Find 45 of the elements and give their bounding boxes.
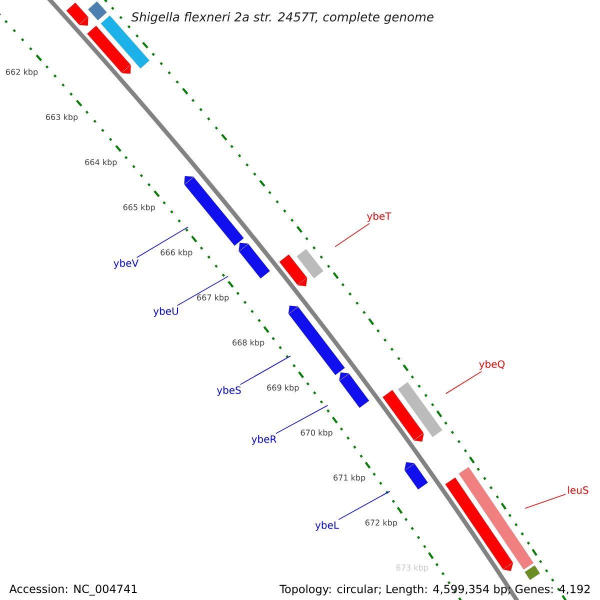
gene-feature [184,176,244,246]
leader-line [445,371,482,394]
gene-feature [296,249,324,278]
footer-text: Topology: circular; Length: 4,599,354 bp; Genes: 4,192 [280,584,590,596]
leader-line [338,490,390,520]
gene-feature [87,26,131,74]
gene-feature [88,1,107,20]
gene-feature [445,477,514,571]
gene-feature [238,242,270,278]
leader-line [275,404,328,434]
gene-label: ybeT [367,212,392,222]
gene-label: ybeR [252,435,276,445]
leader-line [240,356,291,385]
leader-line [524,494,566,509]
footer-text: Accession: NC_004741 [9,584,137,596]
gene-feature [458,466,534,570]
gene-label: ybeQ [479,360,505,370]
tick-label: 663 kbp [46,114,78,122]
tick-label: 667 kbp [197,294,229,302]
tick-label: 670 kbp [300,429,332,438]
gene-label: ybeU [153,307,178,317]
tick-label: 671 kbp [334,474,366,482]
tick-label: 666 kbp [160,249,192,257]
gene-label: ybeS [216,386,241,396]
leader-line [136,226,188,258]
tick-label: 664 kbp [85,158,117,167]
leader-line [334,223,370,248]
tick-label: 662 kbp [6,68,38,76]
gene-label: ybeV [114,259,139,269]
title: Shigella flexneri 2a str. 2457T, complete genome [131,12,434,24]
gene-feature [404,462,428,490]
gene-feature [382,390,424,442]
gene-feature [339,372,370,408]
leader-line [176,276,229,306]
gene-feature [524,565,540,580]
gene-label: ybeL [315,521,339,531]
gene-feature [66,2,88,26]
tick-label: 668 kbp [232,339,264,348]
tick-label: 665 kbp [123,204,155,212]
gene-feature [398,382,442,438]
gene-feature [288,306,345,376]
gene-label: leuS [568,486,588,494]
tick-label: 669 kbp [267,384,299,392]
gene-feature [279,254,308,286]
tick-label: 672 kbp [365,519,398,528]
